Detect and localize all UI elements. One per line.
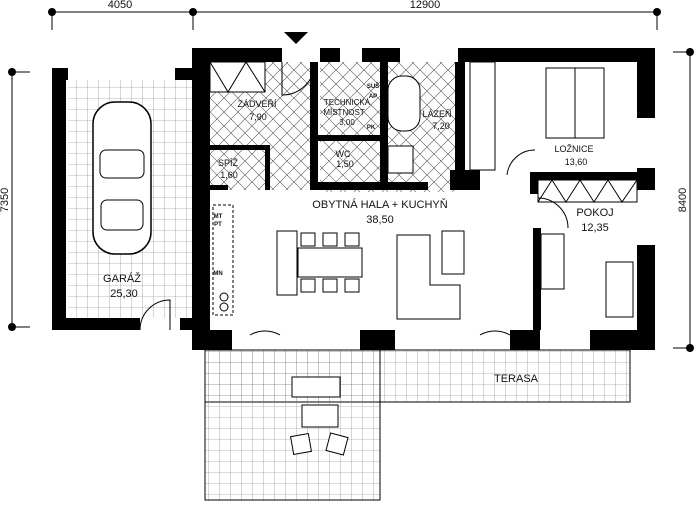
furniture — [212, 67, 634, 320]
room-technicka-name1: TECHNICKÁ — [324, 98, 371, 107]
walls — [52, 48, 655, 350]
dim-left: 7350 — [0, 188, 11, 212]
room-hala-area: 38,50 — [366, 214, 394, 226]
room-lazen-area: 7,20 — [432, 121, 450, 131]
label-mt: MT — [214, 214, 223, 220]
room-lazen-name: LÁZEŇ — [422, 109, 451, 119]
room-hala-name: OBYTNÁ HALA + KUCHYŇ — [312, 198, 447, 211]
label-ap: AP — [369, 94, 377, 100]
dim-right: 8400 — [677, 188, 689, 212]
room-loznice-name: LOŽNICE — [554, 144, 593, 154]
dimension-lines — [8, 8, 694, 352]
room-zadveri-area: 7,90 — [249, 112, 267, 122]
room-garaz-name: GARÁŽ — [103, 272, 141, 285]
doors — [139, 61, 569, 336]
room-technicka-name2: MÍSTNOST — [323, 108, 364, 117]
room-pokoj-name: POKOJ — [576, 207, 613, 219]
room-spiz-name: SPÍŽ — [218, 158, 239, 168]
room-terasa-name: TERASA — [494, 373, 539, 385]
room-wc-area: 1,50 — [336, 159, 354, 169]
room-pokoj-area: 12,35 — [581, 222, 609, 234]
terrace — [204, 349, 631, 501]
room-spiz-area: 1,60 — [220, 170, 238, 180]
room-wc-name: WC — [336, 149, 351, 159]
label-sus: SUŠ — [367, 82, 379, 90]
label-pt: PT — [214, 222, 222, 228]
dim-top-left: 4050 — [108, 0, 132, 11]
room-zadveri-name: ZÁDVEŘÍ — [237, 99, 277, 109]
room-garaz-area: 25,30 — [110, 288, 138, 300]
label-mn: MN — [213, 271, 222, 277]
label-pk: PK — [367, 125, 376, 131]
room-loznice-area: 13,60 — [565, 157, 588, 167]
entrance-arrow-icon — [284, 32, 308, 44]
dim-top-right: 12900 — [410, 0, 441, 11]
car-icon — [92, 101, 152, 255]
wardrobes — [209, 61, 638, 203]
room-technicka-area: 3,00 — [339, 118, 355, 127]
